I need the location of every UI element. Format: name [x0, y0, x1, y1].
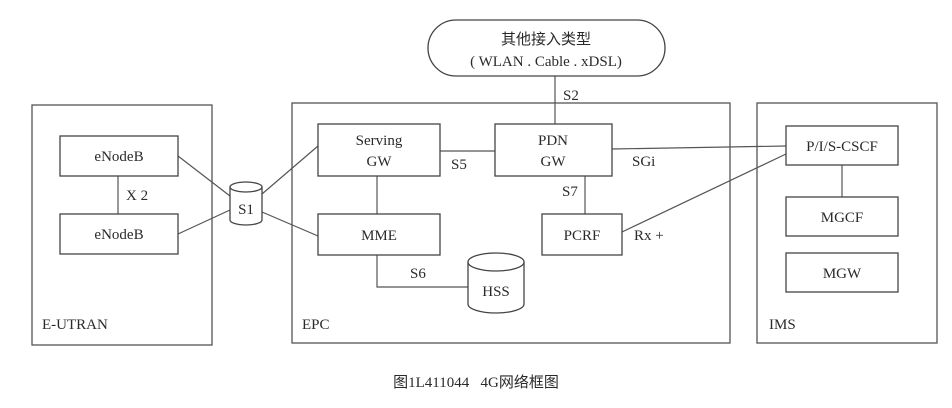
- enodeb-bottom-label: eNodeB: [94, 227, 143, 243]
- serving-gw-sublabel: GW: [367, 154, 393, 170]
- s1-serving-gw-link: [261, 145, 319, 195]
- pcscf-node: [785, 125, 899, 166]
- mme-node: [317, 213, 441, 256]
- eutran-panel: [31, 104, 213, 346]
- other-access-node: [427, 19, 666, 77]
- s1-mme-link: [261, 211, 319, 237]
- hss-node: [467, 252, 525, 314]
- eutran-label: E-UTRAN: [42, 317, 108, 333]
- enodeb-top-label: eNodeB: [94, 149, 143, 165]
- mgw-node: [785, 252, 899, 293]
- rx-label: Rx +: [634, 228, 664, 244]
- serving-gw-label: Serving: [356, 133, 403, 149]
- mgcf-label: MGCF: [821, 210, 864, 226]
- s5-label: S5: [451, 157, 467, 173]
- s2-label: S2: [563, 88, 579, 104]
- sgi-link: [611, 145, 787, 150]
- pcrf-node: [541, 213, 623, 256]
- s7-label: S7: [562, 184, 578, 200]
- epc-label: EPC: [302, 317, 330, 333]
- rx-link: [621, 153, 787, 233]
- figure-caption: 图1L411044 4G网络框图: [393, 374, 559, 391]
- enodeb-top-node: [59, 135, 179, 177]
- pdn-gw-node: [494, 123, 613, 177]
- x2-label: X 2: [126, 188, 148, 204]
- sgi-label: SGi: [632, 154, 655, 170]
- mme-label: MME: [361, 228, 397, 244]
- pdn-gw-label: PDN: [538, 133, 568, 149]
- enodeb-top-s1-link: [177, 155, 231, 197]
- pcrf-label: PCRF: [564, 228, 601, 244]
- s1-label: S1: [238, 202, 254, 218]
- mgw-label: MGW: [823, 266, 862, 282]
- s1-node: [229, 181, 263, 226]
- s6-link: [376, 255, 468, 288]
- other-access-label: 其他接入类型: [501, 31, 591, 48]
- epc-panel: [291, 102, 731, 344]
- pdn-gw-sublabel: GW: [541, 154, 567, 170]
- ims-label: IMS: [769, 317, 796, 333]
- enodeb-bottom-node: [59, 213, 179, 255]
- pcscf-label: P/I/S-CSCF: [806, 139, 878, 155]
- serving-gw-node: [317, 123, 441, 177]
- other-access-sublabel: ( WLAN . Cable . xDSL): [470, 54, 622, 70]
- hss-label: HSS: [482, 284, 510, 300]
- ims-panel: [756, 102, 938, 344]
- s6-label: S6: [410, 266, 426, 282]
- mgcf-node: [785, 196, 899, 237]
- enodeb-bottom-s1-link: [177, 209, 231, 235]
